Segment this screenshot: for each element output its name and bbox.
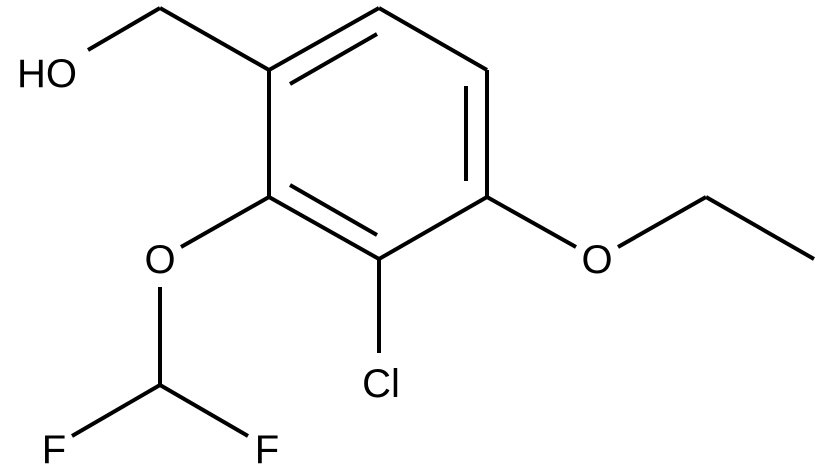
ring-double-bond-inner-bottom	[289, 183, 378, 237]
ring-double-bond-inner-top	[289, 32, 378, 86]
ring-bond-c4-c5	[378, 195, 488, 261]
bond-chf2-f-right	[158, 383, 250, 438]
hydroxyl-label: HO	[17, 52, 77, 96]
ring-bond-c2-c3	[378, 6, 488, 72]
bond-c6-o	[180, 195, 270, 249]
benzene-ring	[267, 6, 489, 261]
bond-ch2-ch3	[705, 195, 815, 261]
bond-c1-ch2	[159, 6, 270, 72]
bond-o-ch2	[617, 195, 707, 249]
bond-chf2-f-left	[70, 383, 162, 438]
ring-bond-c5-c6	[268, 195, 380, 261]
bond-ch2-oh	[86, 6, 162, 52]
bond-c4-o	[486, 195, 577, 249]
ring-bond-c1-c2	[268, 6, 380, 72]
ring-ether-oxygen-label: O	[144, 238, 175, 282]
ethoxy-oxygen-label: O	[581, 238, 612, 282]
chlorine-label: Cl	[362, 362, 400, 406]
fluorine-left-label: F	[42, 428, 66, 472]
fluorine-right-label: F	[255, 428, 279, 472]
